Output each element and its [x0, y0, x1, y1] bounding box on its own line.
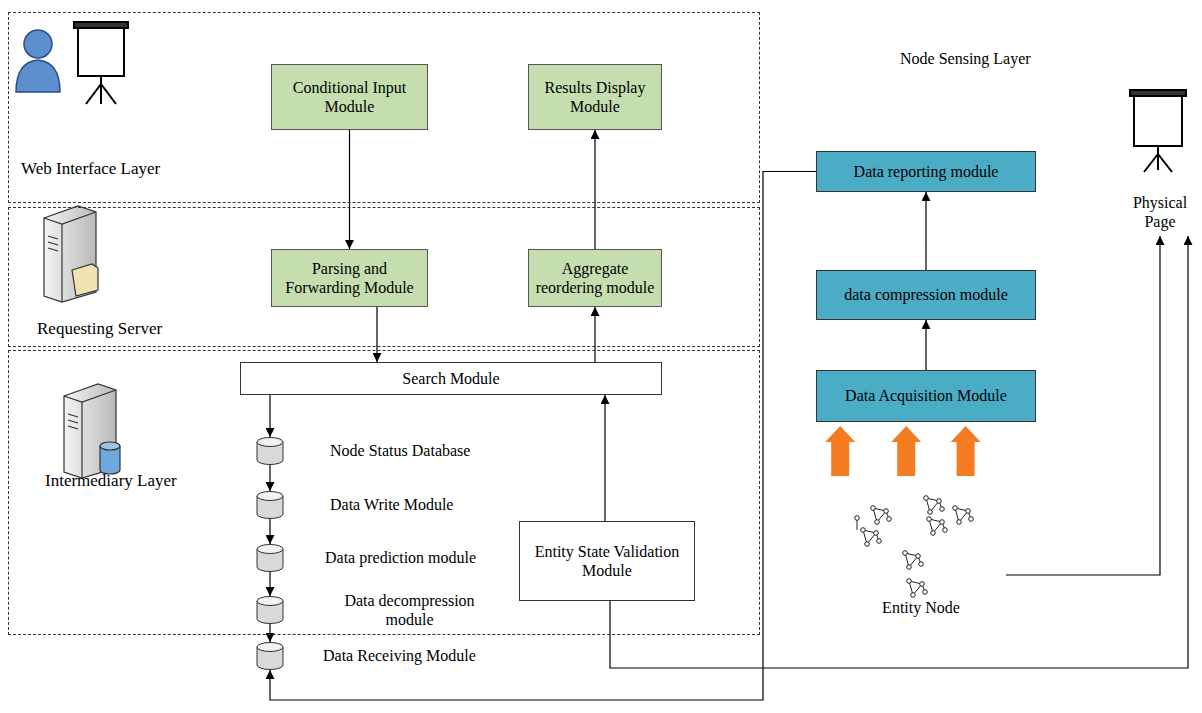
- module-label: Conditional Input Module: [278, 78, 421, 116]
- sensing-module-box: Data Acquisition Module: [816, 370, 1036, 422]
- layer-band: Requesting Server Parsing and Forwarding …: [8, 207, 760, 347]
- database-cylinder: Data prediction module: [256, 544, 284, 572]
- connector-arrow: [610, 236, 1188, 668]
- block-arrow: [825, 426, 855, 476]
- module-label: Search Module: [402, 369, 499, 388]
- cylinder-shape: [256, 437, 284, 465]
- sensing-module-box: Data reporting module: [816, 151, 1036, 192]
- module-box: Parsing and Forwarding Module: [271, 249, 428, 307]
- sensing-module-box: data compression module: [816, 270, 1036, 320]
- module-label: Entity State Validation Module: [526, 542, 688, 580]
- module-box: Conditional Input Module: [271, 64, 428, 130]
- database-cylinder: Data Receiving Module: [256, 642, 284, 670]
- block-arrow: [891, 426, 921, 476]
- module-label: Parsing and Forwarding Module: [278, 259, 421, 297]
- module-label: Data reporting module: [854, 162, 999, 181]
- module-box: Results Display Module: [528, 64, 662, 130]
- screen-icon: [1130, 90, 1186, 172]
- node-label: Entity Node: [882, 598, 960, 617]
- layer-label: Intermediary Layer: [45, 471, 177, 491]
- screen-icon: [74, 22, 128, 104]
- module-label: Data decompression module: [322, 591, 497, 629]
- connector-arrow: [269, 465, 270, 491]
- server-icon: [44, 206, 98, 302]
- connector-arrow: [925, 320, 926, 370]
- connector-arrow: [269, 519, 270, 544]
- server-icon: [64, 384, 120, 478]
- connector-arrow: [604, 395, 605, 521]
- module-label: Aggregate reordering module: [535, 259, 655, 297]
- connector-arrow: [269, 395, 270, 437]
- layer-label: Requesting Server: [37, 319, 162, 339]
- connector-arrow: [594, 307, 595, 362]
- module-label: Data prediction module: [325, 548, 476, 567]
- connector-arrow: [376, 307, 377, 362]
- entity-area: Entity Node: [836, 486, 1006, 622]
- connector-arrow: [269, 624, 270, 642]
- user-icon: [16, 30, 60, 92]
- module-label: Node Status Database: [330, 441, 470, 460]
- network-icons: [855, 496, 974, 598]
- module-label: Data Write Module: [330, 495, 453, 514]
- module-box: Entity State Validation Module: [519, 521, 695, 601]
- cylinder-top: [257, 597, 283, 606]
- block-arrow: [951, 426, 981, 476]
- connector-arrow: [349, 130, 350, 249]
- cylinder-top: [257, 643, 283, 652]
- database-cylinder: Data Write Module: [256, 491, 284, 519]
- cylinder-shape: [256, 491, 284, 519]
- module-label: Data Acquisition Module: [845, 386, 1007, 405]
- cylinder-top: [257, 545, 283, 554]
- cylinder-top: [257, 492, 283, 501]
- module-label: data compression module: [844, 285, 1008, 304]
- connector-arrow: [925, 192, 926, 270]
- cylinder-shape: [256, 596, 284, 624]
- module-box: Aggregate reordering module: [528, 249, 662, 307]
- entity-area: Physical Page: [1120, 86, 1200, 236]
- module-label: Results Display Module: [535, 78, 655, 116]
- database-cylinder: Data decompression module: [256, 596, 284, 624]
- cylinder-shape: [256, 642, 284, 670]
- layer-band: Web Interface Layer Conditional Input Mod…: [8, 12, 760, 203]
- cylinder-shape: [256, 544, 284, 572]
- module-box: Search Module: [240, 362, 662, 395]
- connector-arrow: [269, 572, 270, 596]
- layer-band: Intermediary Layer Search ModuleNode Stat…: [8, 350, 760, 635]
- connector-arrow: [594, 130, 595, 249]
- module-label: Data Receiving Module: [323, 646, 476, 665]
- layer-label: Web Interface Layer: [21, 159, 160, 179]
- node-label: Physical Page: [1120, 193, 1200, 231]
- connector-arrow: [270, 172, 816, 701]
- layer-label: Node Sensing Layer: [900, 50, 1031, 68]
- cylinder-top: [257, 438, 283, 447]
- database-cylinder: Node Status Database: [256, 437, 284, 465]
